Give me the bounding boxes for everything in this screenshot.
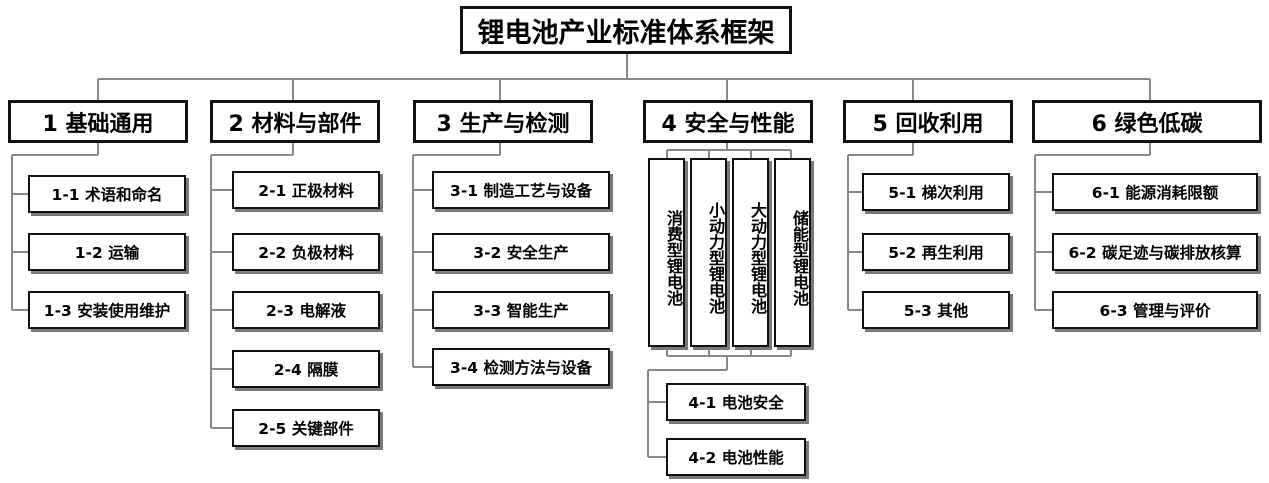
item-3-1: 3-1 制造工艺与设备 <box>432 171 610 209</box>
item-6-1: 6-1 能源消耗限额 <box>1052 173 1258 211</box>
category-3-box: 3 生产与检测 <box>413 100 593 143</box>
item-4-2: 4-2 电池性能 <box>666 438 806 476</box>
item-2-3: 2-3 电解液 <box>232 291 380 329</box>
item-5-3: 5-3 其他 <box>862 291 1010 329</box>
battery-type-energy-storage: 储能型锂电池 <box>774 158 811 347</box>
item-3-2: 3-2 安全生产 <box>432 233 610 271</box>
item-2-5: 2-5 关键部件 <box>232 409 380 447</box>
item-3-3: 3-3 智能生产 <box>432 291 610 329</box>
item-1-1: 1-1 术语和命名 <box>28 175 186 213</box>
item-6-2: 6-2 碳足迹与碳排放核算 <box>1052 233 1258 271</box>
item-3-4: 3-4 检测方法与设备 <box>432 348 610 386</box>
category-6-box: 6 绿色低碳 <box>1032 100 1262 143</box>
item-1-2: 1-2 运输 <box>28 233 186 271</box>
item-2-4: 2-4 隔膜 <box>232 350 380 388</box>
diagram-title: 锂电池产业标准体系框架 <box>460 6 792 54</box>
item-2-1: 2-1 正极材料 <box>232 171 380 209</box>
category-2-box: 2 材料与部件 <box>210 100 380 143</box>
battery-type-large-power: 大动力型锂电池 <box>732 158 769 347</box>
item-5-2: 5-2 再生利用 <box>862 233 1010 271</box>
item-5-1: 5-1 梯次利用 <box>862 173 1010 211</box>
item-4-1: 4-1 电池安全 <box>666 383 806 421</box>
category-5-box: 5 回收利用 <box>843 100 1013 143</box>
item-2-2: 2-2 负极材料 <box>232 233 380 271</box>
item-6-3: 6-3 管理与评价 <box>1052 291 1258 329</box>
item-1-3: 1-3 安装使用维护 <box>28 291 186 329</box>
battery-type-small-power: 小动力型锂电池 <box>690 158 727 347</box>
category-4-box: 4 安全与性能 <box>643 100 813 143</box>
battery-type-consumer: 消费型锂电池 <box>648 158 685 347</box>
category-1-box: 1 基础通用 <box>8 100 188 143</box>
